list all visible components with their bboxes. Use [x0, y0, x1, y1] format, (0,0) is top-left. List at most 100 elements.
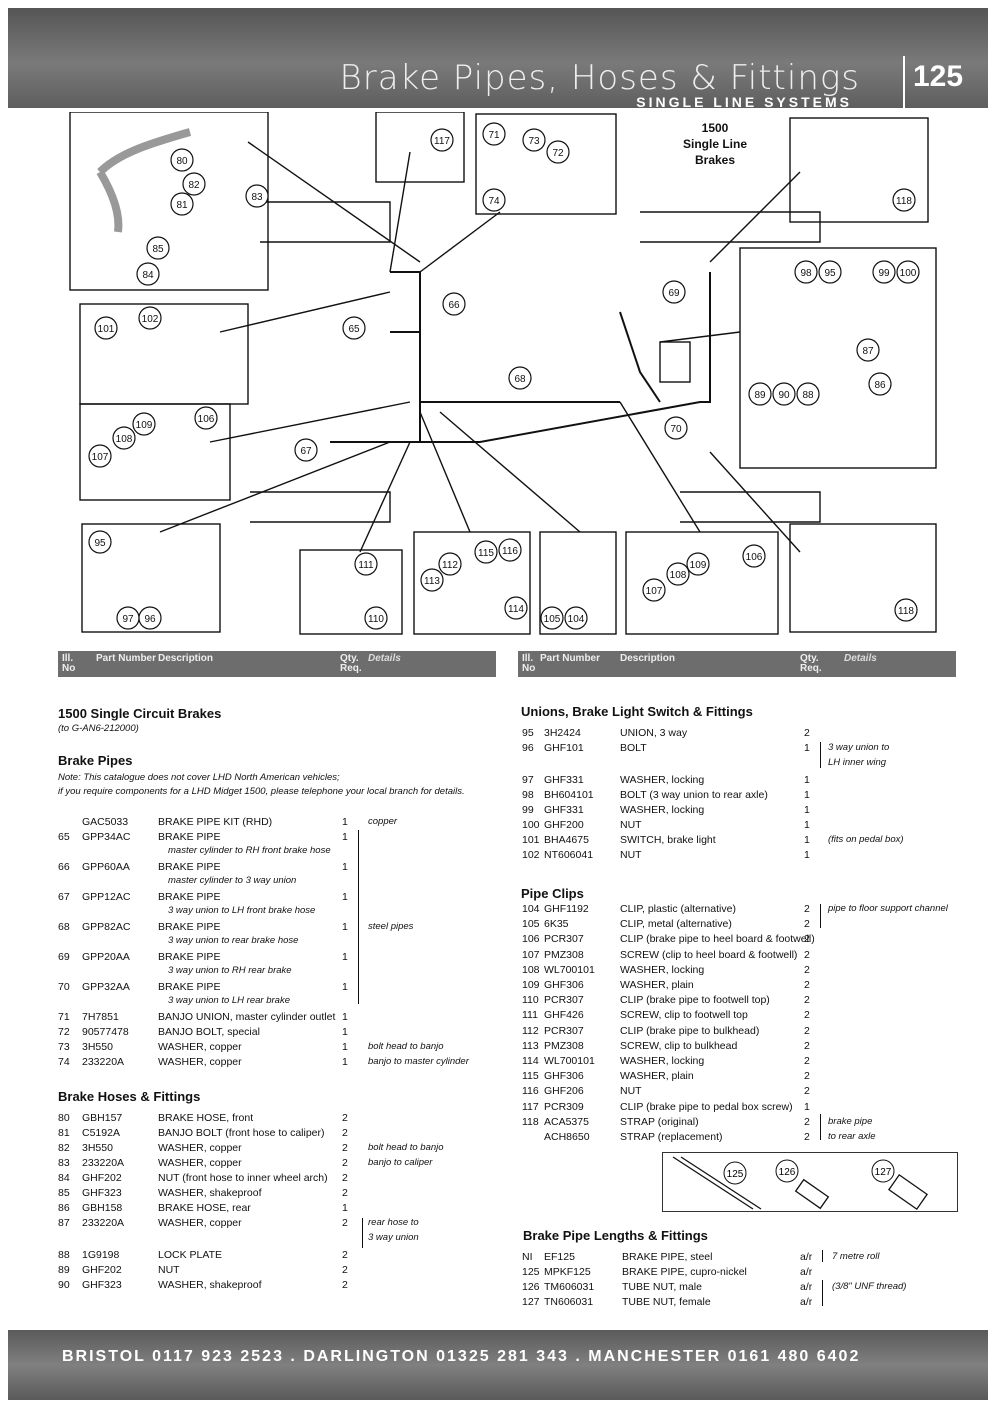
row-ill: 84 [58, 1172, 70, 1184]
pipe-fittings-inset: 125 126 127 [662, 1152, 958, 1212]
row-det: banjo to master cylinder [368, 1056, 469, 1067]
row-ill: 114 [522, 1055, 539, 1067]
row-ill: 67 [58, 891, 70, 903]
row-qty: 2 [804, 994, 810, 1007]
svg-text:112: 112 [442, 560, 458, 571]
row-ill: 73 [58, 1041, 70, 1053]
page-title: Brake Pipes, Hoses & Fittings [339, 58, 860, 98]
row-qty: 2 [804, 918, 810, 931]
row-desc: CLIP (brake pipe to footwell top) [620, 994, 770, 1007]
col-qty: Qty.Req. [340, 653, 362, 674]
row-desc: BRAKE HOSE, front [158, 1112, 254, 1124]
svg-text:101: 101 [98, 324, 115, 335]
row-desc: NUT [620, 1085, 642, 1098]
row-ill: 80 [58, 1112, 70, 1124]
detail-bracket [816, 742, 821, 768]
row-desc: UNION, 3 way [620, 727, 688, 739]
page-subtitle: SINGLE LINE SYSTEMS [636, 94, 852, 110]
detail-bracket [358, 1218, 363, 1248]
row-qty: a/r [800, 1296, 813, 1308]
row-pn: GHF1192 [544, 903, 589, 915]
row-ill: 111 [522, 1009, 538, 1022]
row-ill: 99 [522, 804, 534, 816]
parts-row: 3 way union [58, 1232, 498, 1246]
row-det: banjo to caliper [368, 1157, 433, 1168]
row-pn: GHF323 [82, 1187, 122, 1199]
row-desc: BRAKE PIPE [158, 951, 221, 963]
branch-phone-numbers: BRISTOL 0117 923 2523 . DARLINGTON 01325… [62, 1348, 861, 1365]
svg-text:114: 114 [508, 604, 524, 615]
section-note-1500: (to G-AN6-212000) [58, 723, 139, 734]
row-pn: 3H2424 [544, 727, 581, 739]
row-pn: ACA5375 [544, 1115, 589, 1128]
section-heading-pipe-lengths: Brake Pipe Lengths & Fittings [523, 1228, 708, 1243]
row-qty: 1 [804, 834, 810, 846]
row-qty: 2 [804, 1115, 810, 1128]
row-ill: 116 [522, 1085, 539, 1098]
row-pn: GHF331 [544, 774, 584, 786]
row-pn: 90577478 [82, 1026, 129, 1038]
row-pn: 3H550 [82, 1041, 113, 1053]
svg-text:106: 106 [746, 552, 763, 563]
svg-text:84: 84 [142, 270, 154, 281]
row-desc: SCREW, clip to bulkhead [620, 1039, 738, 1052]
row-pn: GHF202 [82, 1172, 122, 1184]
row-qty: 1 [804, 774, 810, 786]
parts-row: 72 90577478 BANJO BOLT, special 1 [58, 1026, 498, 1040]
row-ill: 89 [58, 1264, 70, 1276]
row-qty: 2 [342, 1249, 348, 1261]
page-header: Brake Pipes, Hoses & Fittings SINGLE LIN… [8, 8, 988, 112]
detail-bracket [818, 1250, 823, 1262]
row-ill: NI [522, 1251, 533, 1263]
row-desc: BANJO BOLT, special [158, 1026, 260, 1038]
row-desc: SCREW (clip to heel board & footwell) [620, 948, 798, 961]
row-ill: 86 [58, 1202, 70, 1214]
brake-pipes-note-2: if you require components for a LHD Midg… [58, 786, 465, 797]
row-qty: 2 [804, 979, 810, 991]
row-desc: CLIP (brake pipe to heel board & footwel… [620, 933, 815, 946]
svg-text:95: 95 [824, 268, 836, 279]
row-qty: 2 [342, 1187, 348, 1199]
row-pn: GPP82AC [82, 921, 131, 933]
row-det: rear hose to [368, 1217, 419, 1228]
row-ill: 83 [58, 1157, 70, 1169]
row-desc: WASHER, copper [158, 1056, 242, 1068]
page-footer: BRISTOL 0117 923 2523 . DARLINGTON 01325… [8, 1330, 988, 1400]
row-desc: SCREW, clip to footwell top [620, 1009, 748, 1022]
svg-text:108: 108 [116, 434, 133, 445]
svg-text:98: 98 [800, 268, 812, 279]
row-qty: 1 [342, 1026, 348, 1038]
row-desc: WASHER, locking [620, 1055, 705, 1067]
row-ill: 127 [522, 1296, 540, 1308]
svg-text:118: 118 [898, 606, 914, 617]
svg-text:65: 65 [348, 324, 360, 335]
row-pn: WL700101 [544, 963, 595, 976]
row-ill: 126 [522, 1281, 540, 1293]
row-det: pipe to floor support channel [828, 903, 948, 914]
svg-text:108: 108 [670, 570, 687, 581]
svg-text:67: 67 [300, 446, 312, 457]
row-ill: 72 [58, 1026, 70, 1038]
row-qty: 1 [342, 891, 348, 903]
row-qty: 2 [804, 963, 810, 976]
svg-text:74: 74 [488, 196, 500, 207]
diagram-caption-line3: Brakes [695, 153, 735, 167]
row-det: bolt head to banjo [368, 1041, 444, 1052]
row-qty: 1 [342, 1056, 348, 1068]
row-qty: 1 [804, 742, 810, 754]
row-sub-description: 3 way union to LH front brake hose [168, 905, 316, 916]
